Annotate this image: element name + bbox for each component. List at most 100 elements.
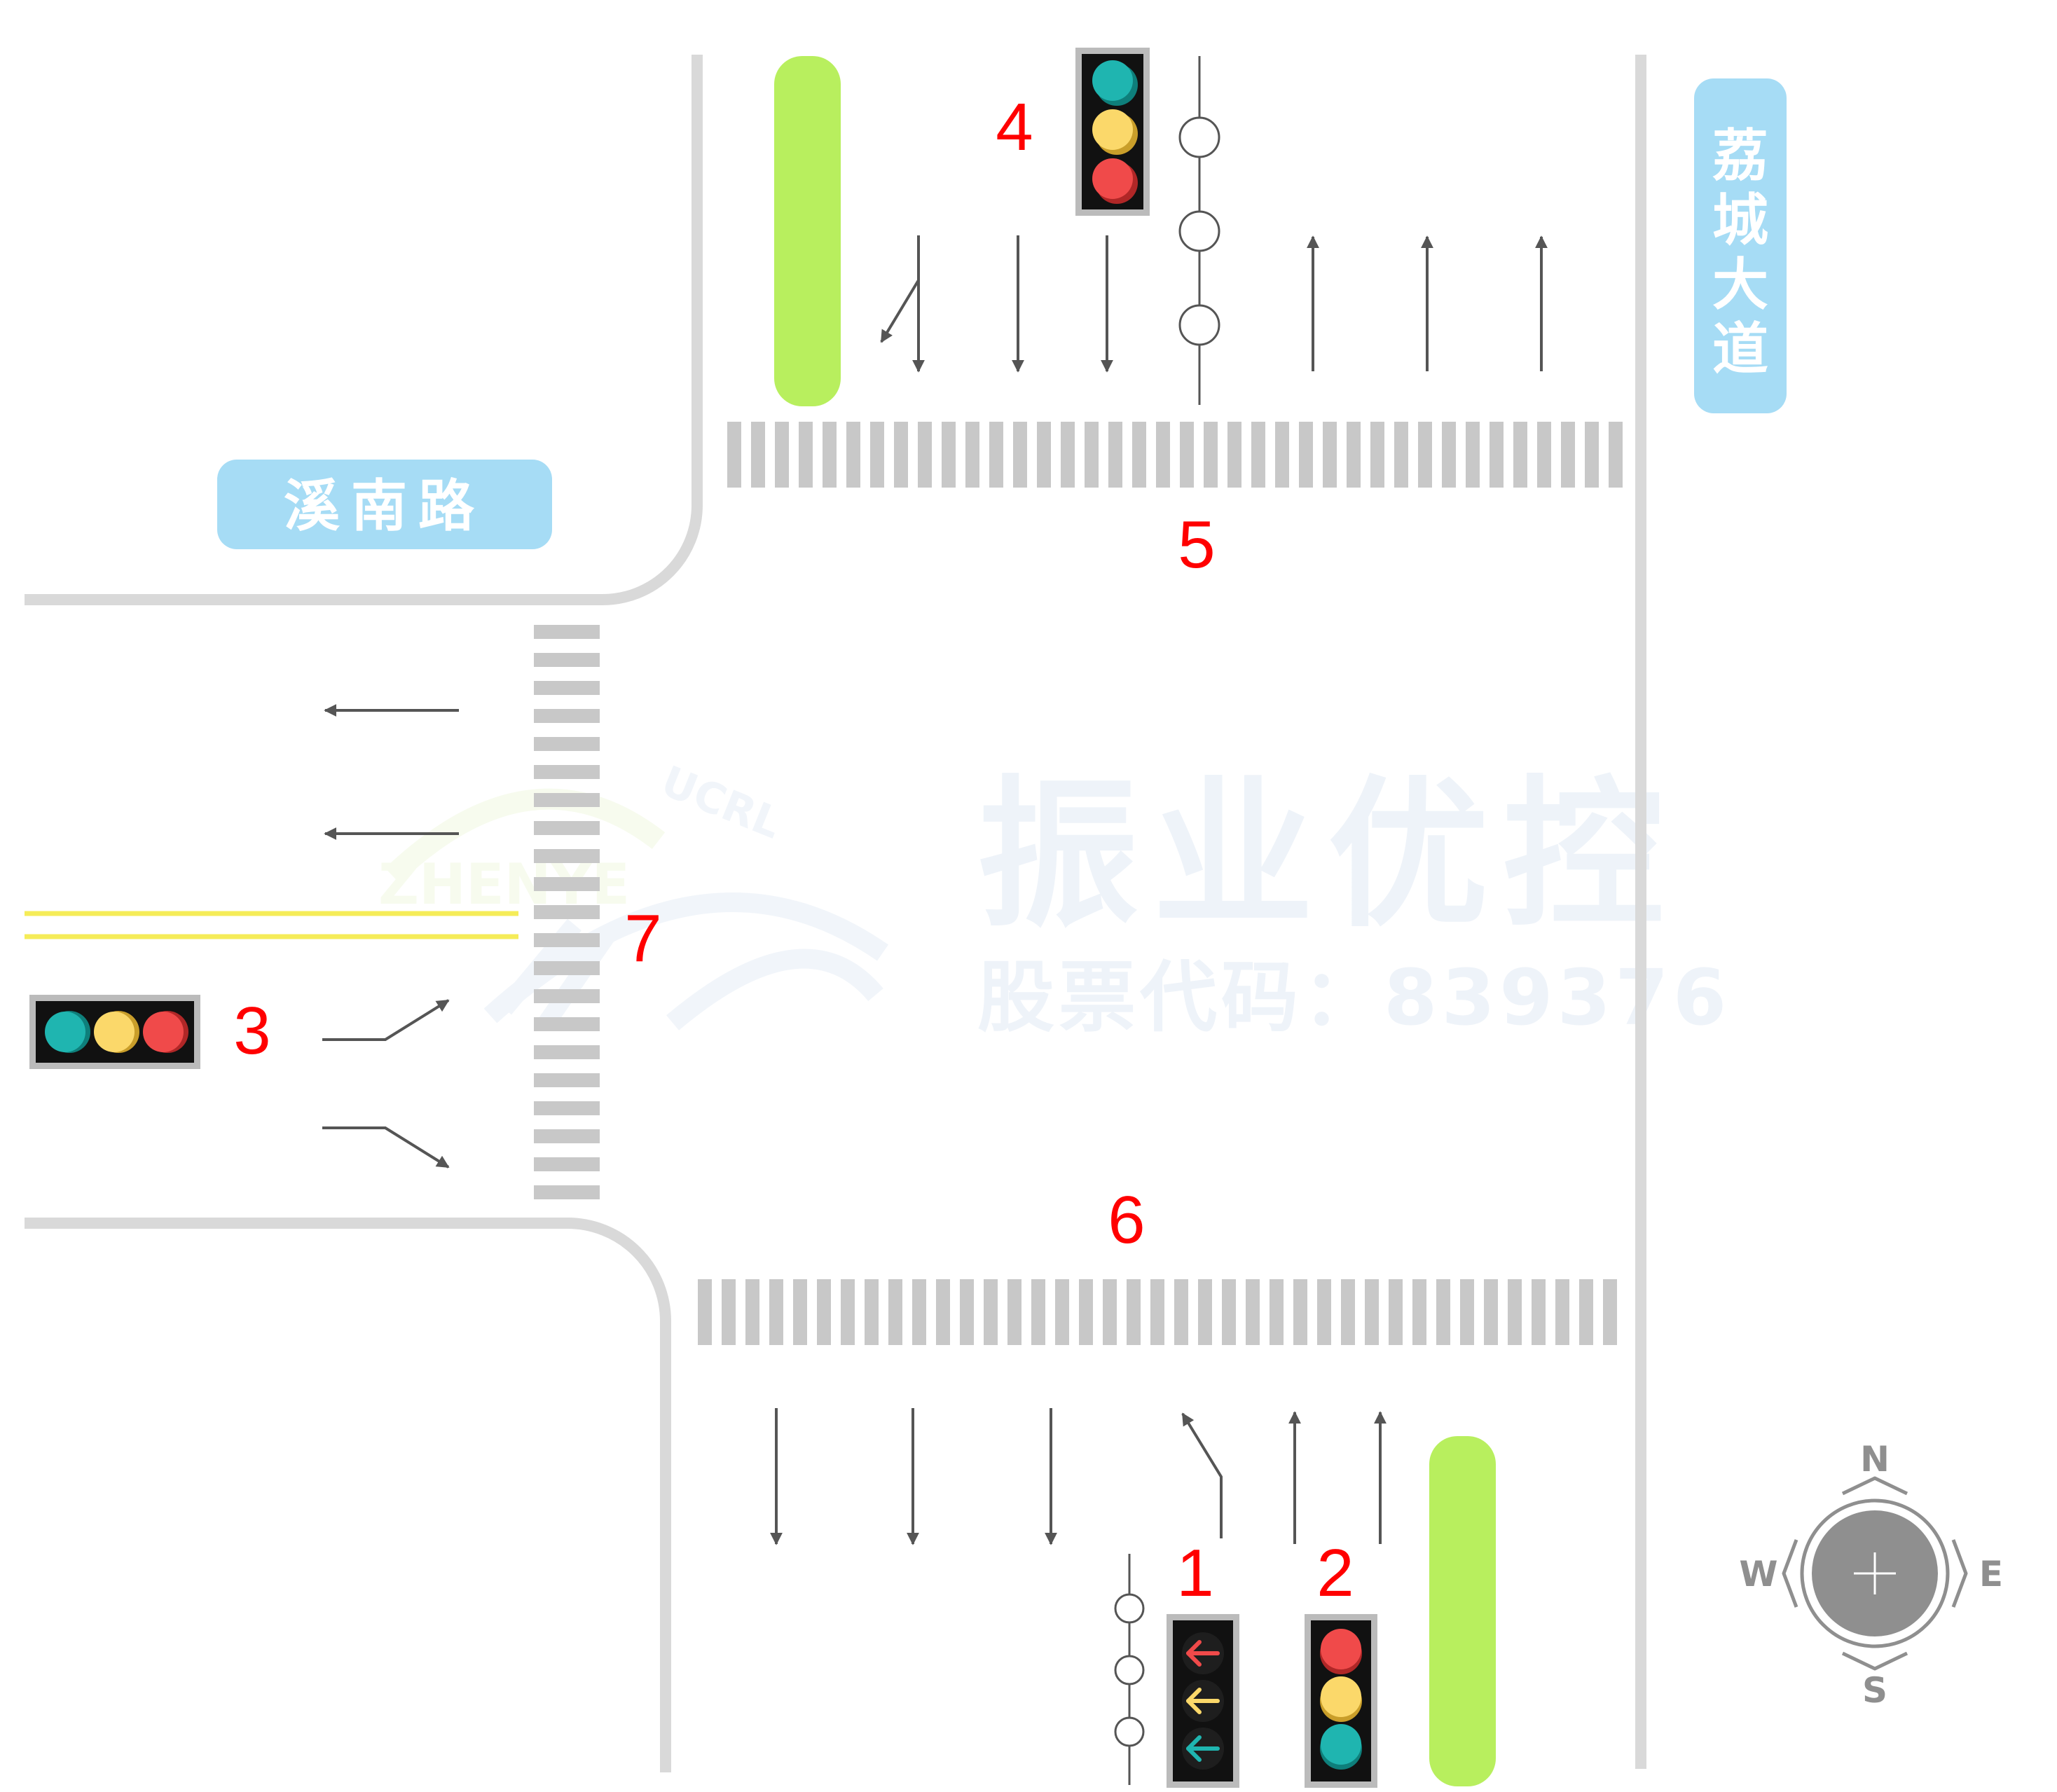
label-crosswalk-5: 5 xyxy=(1178,507,1215,582)
compass-w-label: W xyxy=(1739,1554,1777,1594)
arrow-right-turn xyxy=(880,279,920,343)
label-signal-2: 2 xyxy=(1316,1536,1354,1611)
crosswalk-stripe xyxy=(534,1073,600,1087)
crosswalk-stripe xyxy=(1031,1279,1045,1345)
road-label-xinan-text: 溪南路 xyxy=(284,474,486,539)
crosswalk-stripe xyxy=(1370,422,1384,488)
crosswalk-stripe xyxy=(745,1279,759,1345)
crosswalk-stripe xyxy=(1532,1279,1546,1345)
crosswalk-stripe xyxy=(1061,422,1075,488)
crosswalk-stripe xyxy=(1394,422,1408,488)
crosswalk-stripe xyxy=(965,422,979,488)
crosswalk-stripe xyxy=(751,422,765,488)
crosswalk-stripe xyxy=(534,737,600,751)
crosswalk-stripe xyxy=(912,1279,926,1345)
watermark: ZHENYE UCRL 振业优控 股票代码：839376 xyxy=(378,757,1726,1042)
crosswalk-stripe xyxy=(534,1185,600,1199)
pedestrian-signal-pole-north xyxy=(1178,56,1220,405)
crosswalk-stripe xyxy=(1013,422,1027,488)
crosswalk-stripe xyxy=(846,422,860,488)
pole-lamp-circle xyxy=(1114,1655,1145,1686)
crosswalk-stripe xyxy=(1418,422,1432,488)
crosswalk-stripe xyxy=(534,625,600,639)
lane-arrows-west-approach xyxy=(322,704,459,1169)
crosswalk-stripe xyxy=(1323,422,1337,488)
crosswalk-stripe xyxy=(918,422,932,488)
crosswalk-stripe xyxy=(1246,1279,1260,1345)
compass-pointer-west xyxy=(1782,1539,1798,1608)
crosswalk-stripe xyxy=(1293,1279,1307,1345)
median-south xyxy=(1429,1436,1496,1786)
crosswalk-stripe xyxy=(1079,1279,1093,1345)
crosswalk-stripe xyxy=(1466,422,1480,488)
watermark-logo-text-ucrl: UCRL xyxy=(654,757,788,848)
crosswalk-west xyxy=(534,625,600,1199)
compass-e-label: E xyxy=(1979,1554,2003,1594)
crosswalk-stripe xyxy=(534,877,600,891)
label-crosswalk-6: 6 xyxy=(1108,1183,1145,1257)
road-label-xinan: 溪南路 xyxy=(217,460,552,549)
traffic-signal-3 xyxy=(29,995,200,1069)
center-double-yellow-line xyxy=(25,911,518,939)
edge-southwest xyxy=(25,1218,671,1772)
crosswalk-north xyxy=(727,422,1623,488)
crosswalk-stripe xyxy=(936,1279,950,1345)
road-label-licheng-char: 城 xyxy=(1712,188,1768,253)
road-edges xyxy=(25,55,1646,1772)
crosswalk-stripe xyxy=(534,1045,600,1059)
crosswalk-stripe xyxy=(1317,1279,1331,1345)
crosswalk-stripe xyxy=(817,1279,831,1345)
left-arrow-yellow-icon xyxy=(1186,1688,1220,1714)
crosswalk-stripe xyxy=(534,821,600,835)
crosswalk-stripe xyxy=(1490,422,1504,488)
crosswalk-stripe xyxy=(1537,422,1551,488)
lane-arrows-south-approach xyxy=(770,1408,1387,1545)
label-signal-3: 3 xyxy=(233,993,270,1068)
crosswalk-stripe xyxy=(1174,1279,1188,1345)
lane-arrows-north-approach xyxy=(880,235,1548,373)
traffic-signal-1-left-turn xyxy=(1167,1614,1239,1788)
crosswalk-stripe xyxy=(534,681,600,695)
pole-lamp-circle xyxy=(1178,210,1220,252)
watermark-company: 振业优控 xyxy=(977,762,1678,949)
crosswalk-stripe xyxy=(1270,1279,1284,1345)
crosswalk-stripe xyxy=(1227,422,1241,488)
crosswalk-stripe xyxy=(960,1279,974,1345)
compass-pointer-east xyxy=(1951,1539,1968,1608)
pole-lamp-circle xyxy=(1114,1716,1145,1747)
pole-lamp-circle xyxy=(1178,304,1220,346)
label-signal-4: 4 xyxy=(996,90,1033,165)
crosswalk-stripe xyxy=(1436,1279,1450,1345)
crosswalk-stripe xyxy=(1055,1279,1069,1345)
crosswalk-stripe xyxy=(1299,422,1313,488)
crosswalk-stripe xyxy=(1365,1279,1379,1345)
label-signal-1: 1 xyxy=(1176,1536,1213,1611)
compass-pointer-south xyxy=(1841,1651,1908,1671)
crosswalk-stripe xyxy=(1132,422,1146,488)
crosswalk-stripe xyxy=(1150,1279,1164,1345)
left-arrow-red-icon xyxy=(1186,1640,1220,1667)
crosswalk-stripe xyxy=(1127,1279,1141,1345)
crosswalk-stripe xyxy=(1275,422,1289,488)
road-label-licheng-char: 道 xyxy=(1712,317,1768,382)
crosswalk-stripe xyxy=(1341,1279,1355,1345)
crosswalk-stripe xyxy=(534,1101,600,1115)
crosswalk-stripe xyxy=(1579,1279,1593,1345)
crosswalk-stripe xyxy=(1204,422,1218,488)
crosswalk-stripe xyxy=(1251,422,1265,488)
crosswalk-stripe xyxy=(823,422,837,488)
pole-lamp-circle xyxy=(1178,116,1220,158)
crosswalk-stripe xyxy=(870,422,884,488)
crosswalk-stripe xyxy=(534,933,600,947)
left-arrow-green-icon xyxy=(1186,1735,1220,1762)
traffic-signal-2 xyxy=(1305,1614,1377,1788)
crosswalk-stripe xyxy=(769,1279,783,1345)
crosswalk-stripe xyxy=(894,422,908,488)
compass: N S W E xyxy=(1739,1439,2003,1711)
crosswalk-stripe xyxy=(1103,1279,1117,1345)
traffic-signal-4 xyxy=(1075,48,1150,216)
crosswalk-stripe xyxy=(534,765,600,779)
road-label-licheng: 荔 城 大 道 xyxy=(1694,78,1787,413)
median-north xyxy=(774,56,841,406)
crosswalk-stripe xyxy=(1085,422,1099,488)
